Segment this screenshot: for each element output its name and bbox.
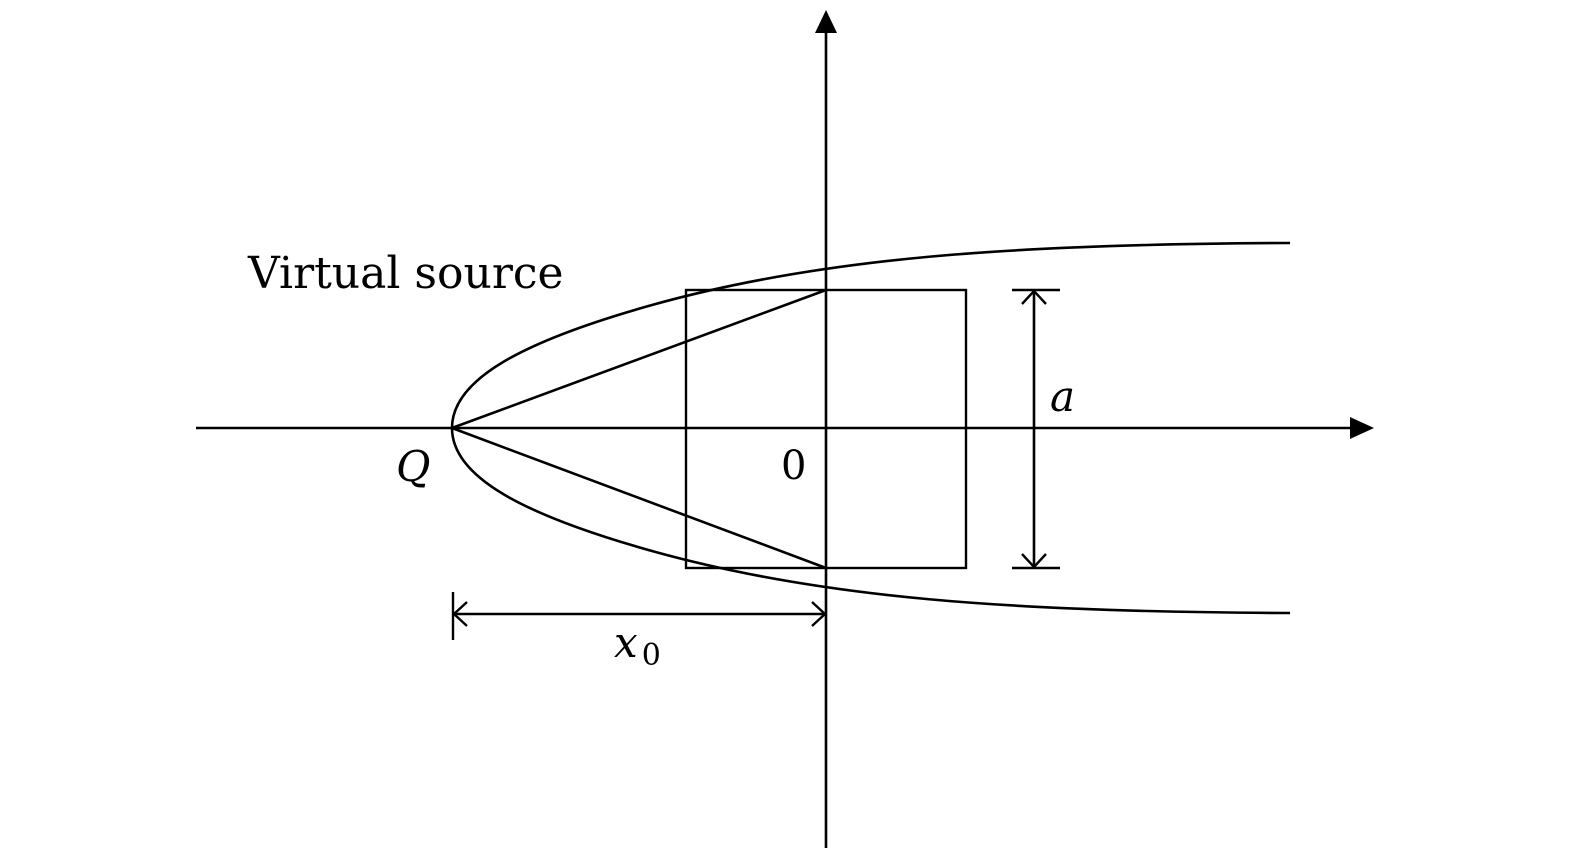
ray-lower <box>451 426 827 570</box>
distance-x0-var: x <box>614 618 638 667</box>
virtual-source-label: Virtual source <box>247 248 564 299</box>
origin-label: 0 <box>781 443 806 489</box>
width-a-label: a <box>1050 372 1075 421</box>
distance-x0-sub: 0 <box>642 638 661 673</box>
dimension-x0-left-arrowhead <box>452 601 468 627</box>
dimension-a-top-arrowhead <box>1021 289 1047 305</box>
dimension-a-bottom-arrowhead <box>1021 553 1047 569</box>
source-point-label: Q <box>396 442 430 491</box>
y-axis-arrowhead <box>815 10 837 33</box>
distance-x0-label: x 0 <box>614 618 661 673</box>
ray-upper <box>451 288 827 430</box>
x-axis-arrowhead <box>1350 417 1374 439</box>
dimension-x0-right-arrowhead <box>811 601 827 627</box>
